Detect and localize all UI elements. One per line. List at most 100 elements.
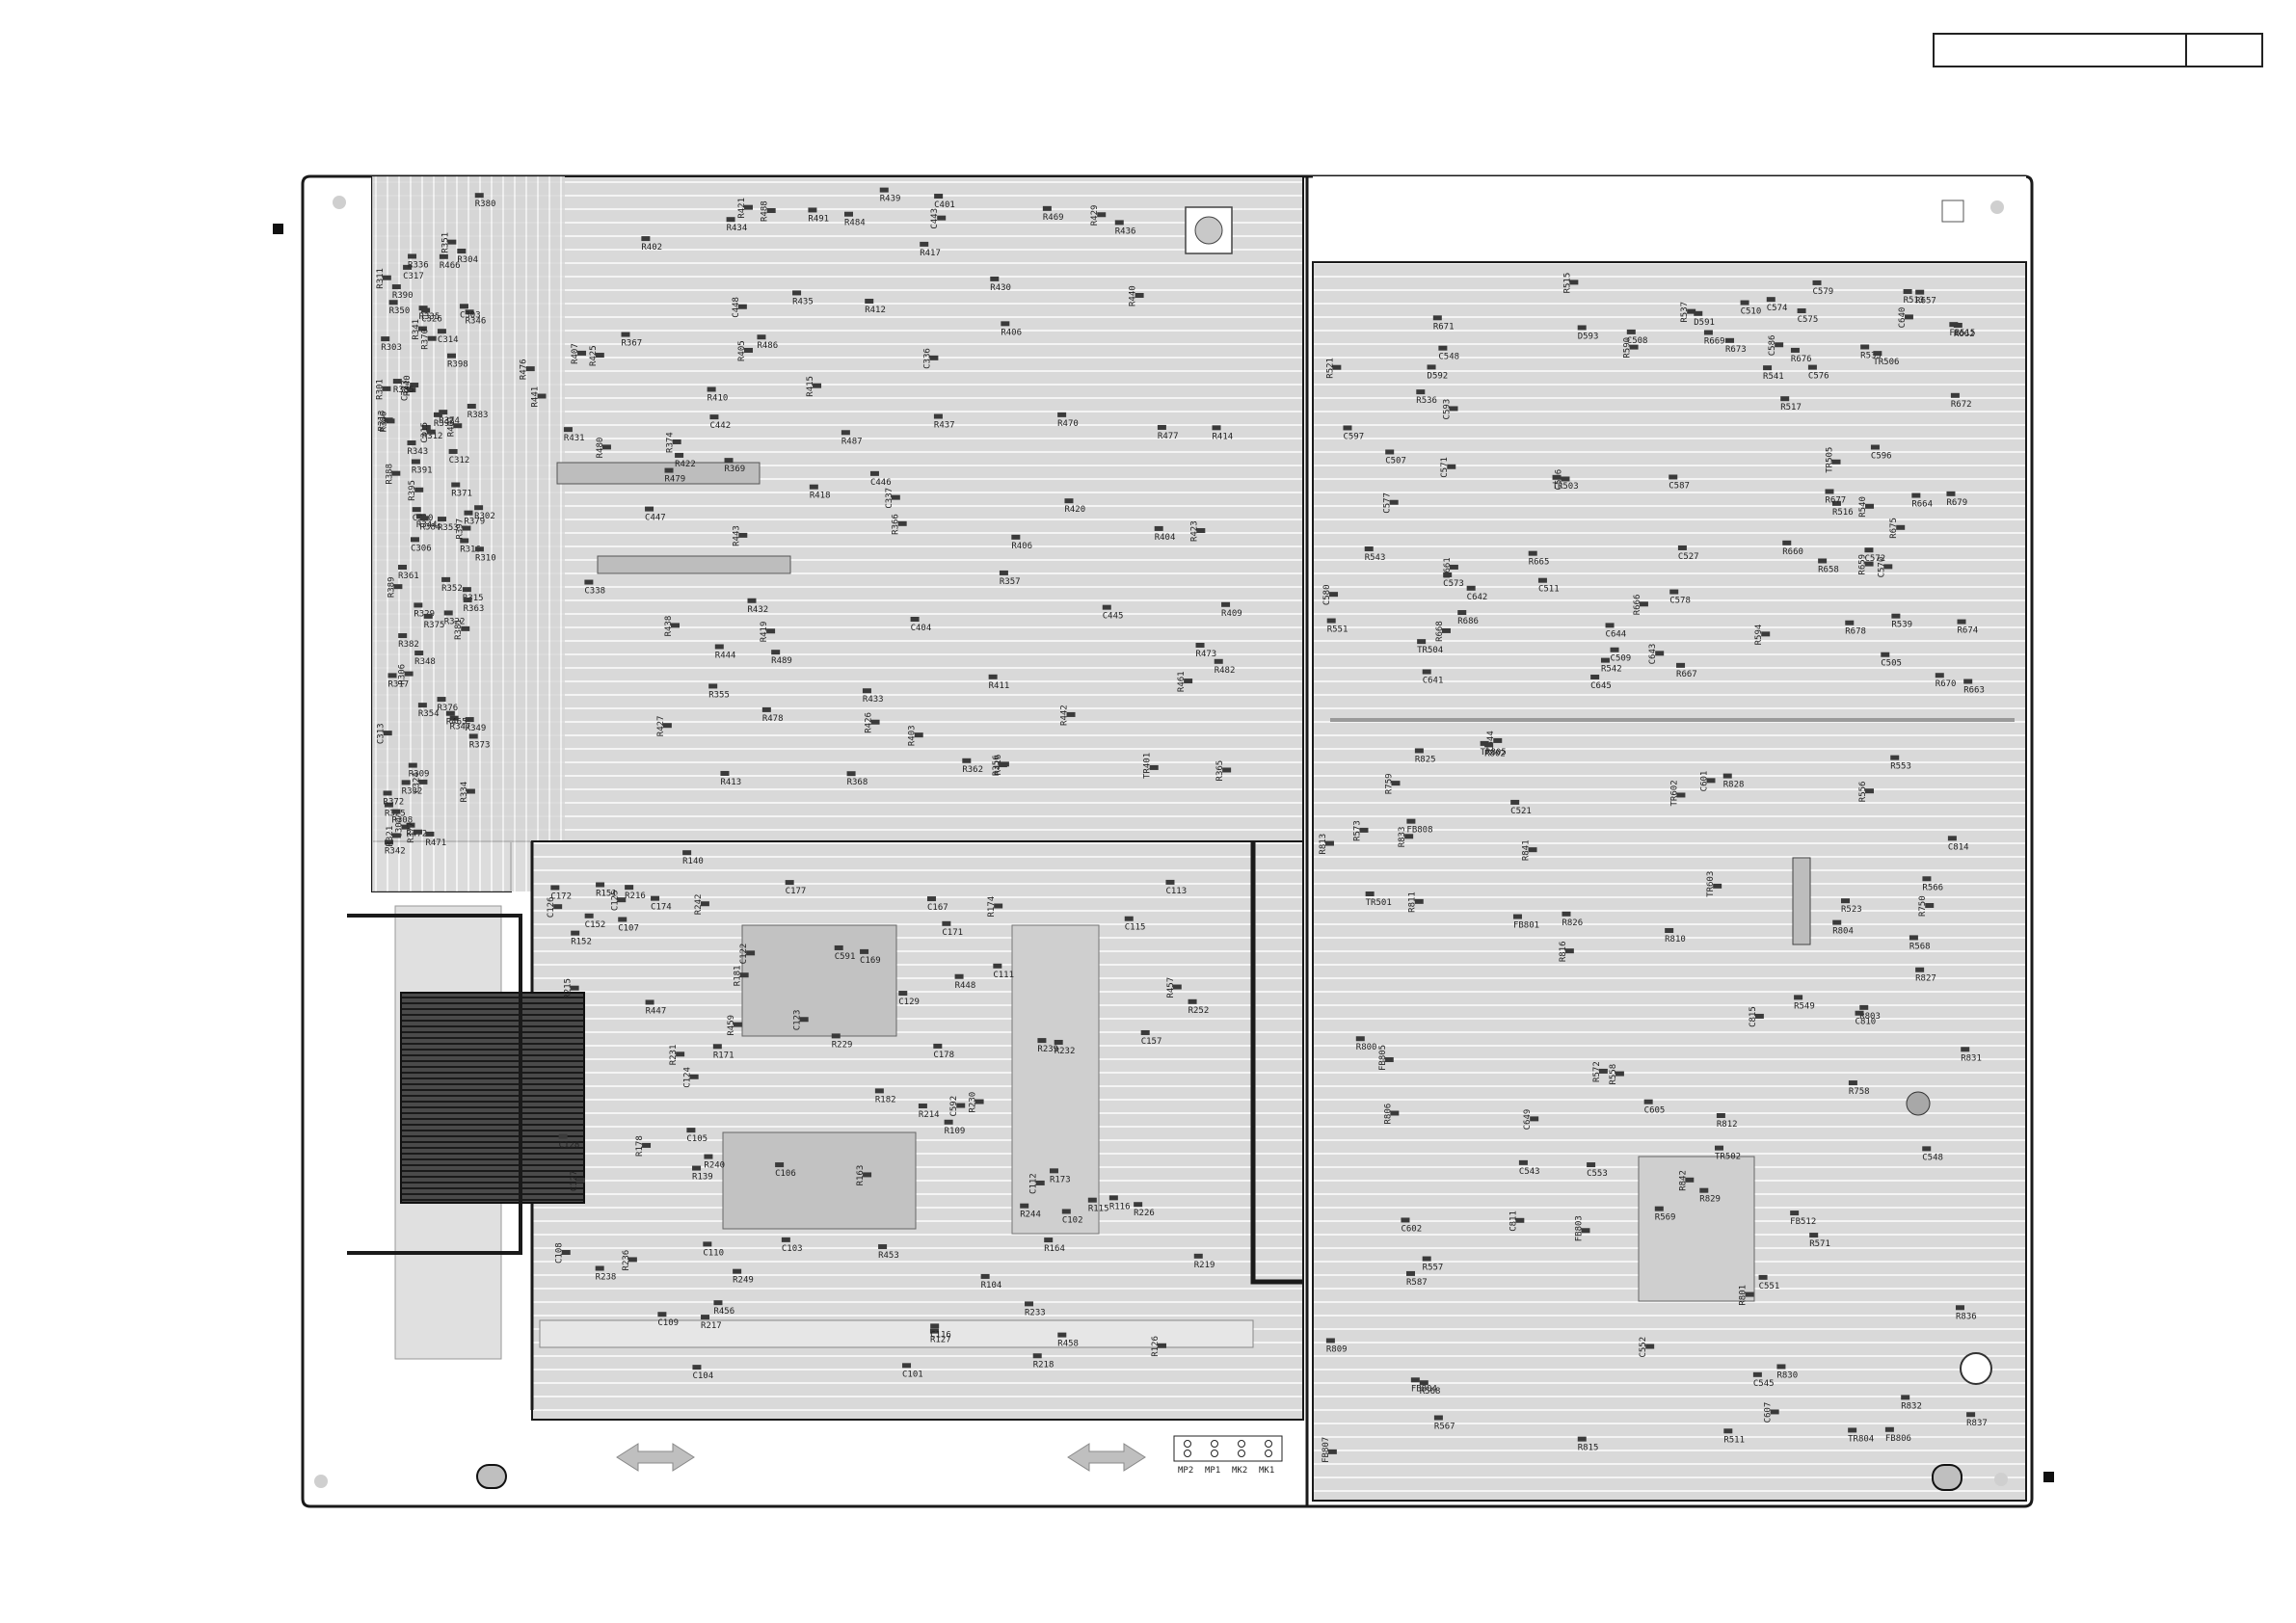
component-label: R369: [725, 465, 746, 474]
component-pad: [1135, 292, 1144, 298]
component-label: R515: [1562, 273, 1572, 294]
component-label: C574: [1767, 304, 1788, 313]
component-label: R673: [1725, 345, 1747, 355]
component-pad: [1725, 337, 1735, 343]
component-pad: [388, 300, 398, 306]
component-pad: [1752, 1371, 1762, 1377]
component-label: R487: [841, 437, 863, 446]
component-pad: [999, 570, 1008, 575]
component-label: R801: [1739, 1285, 1749, 1306]
component-label: R399: [434, 419, 455, 429]
component-label: C326: [421, 315, 442, 325]
component-pad: [645, 506, 654, 512]
component-pad: [918, 1104, 927, 1109]
component-label: R815: [1578, 1444, 1599, 1453]
connector-pin: [1238, 1440, 1245, 1448]
component-pad: [421, 424, 431, 430]
component-label: R238: [596, 1273, 617, 1283]
component-pad: [407, 387, 416, 393]
component-pad: [1195, 642, 1205, 648]
component-label: R425: [589, 345, 599, 366]
component-pad: [1025, 1301, 1034, 1307]
component-pad: [1389, 499, 1399, 505]
component-pad: [1124, 916, 1134, 921]
component-label: C401: [934, 200, 955, 210]
component-label: R406: [1011, 542, 1032, 551]
component-pad: [980, 1273, 990, 1279]
component-pad: [1035, 1180, 1045, 1185]
component-label: R423: [1189, 520, 1199, 542]
component-pad: [410, 383, 419, 388]
component-label: R230: [969, 1092, 978, 1113]
component-label: R806: [1383, 1104, 1393, 1125]
component-pad: [1859, 1004, 1869, 1010]
mount-hole: [1994, 1473, 2008, 1486]
component-label: R535: [1860, 351, 1882, 360]
component-pad: [927, 896, 937, 902]
component-label: C507: [1385, 456, 1406, 466]
component-pad: [1831, 500, 1841, 506]
component-pad: [1158, 1343, 1167, 1348]
component-pad: [417, 326, 427, 332]
component-pad: [1512, 914, 1522, 919]
component-label: R244: [1020, 1211, 1041, 1220]
component-label: R677: [1825, 495, 1846, 505]
component-label: C527: [1678, 552, 1699, 562]
component-label: R344: [416, 520, 438, 530]
component-pad: [457, 249, 467, 254]
component-label: C447: [645, 514, 666, 523]
component-label: R826: [1562, 918, 1583, 928]
component-pad: [700, 901, 709, 907]
component-label: C105: [686, 1134, 707, 1144]
component-label: C306: [411, 544, 432, 553]
component-pad: [414, 829, 423, 835]
component-pad: [720, 770, 730, 776]
component-pad: [1324, 840, 1334, 846]
component-pad: [1626, 329, 1636, 334]
component-label: R678: [1845, 627, 1866, 637]
component-pad: [689, 1074, 699, 1079]
component-label: R811: [1408, 891, 1418, 913]
component-label: R403: [908, 725, 918, 746]
component-label: TR501: [1366, 898, 1392, 908]
component-label: R828: [1723, 781, 1745, 790]
component-pad: [962, 758, 972, 763]
component-label: C544: [1486, 731, 1496, 752]
component-label: R236: [622, 1250, 631, 1271]
component-pad: [1384, 1057, 1394, 1063]
component-pad: [1404, 834, 1414, 839]
component-label: C577: [1383, 492, 1393, 514]
component-pad: [1790, 1211, 1800, 1216]
component-pad: [1097, 212, 1107, 218]
component-pad: [1825, 489, 1834, 494]
component-pad: [739, 972, 749, 978]
component-pad: [386, 418, 395, 424]
component-label: R825: [1415, 755, 1436, 764]
component-label: C592: [949, 1096, 959, 1117]
component-label: R679: [1946, 498, 1967, 508]
component-pad: [994, 903, 1003, 909]
component-label: C129: [898, 998, 920, 1007]
component-label: FB512: [1790, 1217, 1816, 1227]
component-label: R539: [1891, 621, 1912, 630]
component-pad: [460, 538, 469, 544]
component-pad: [846, 771, 856, 777]
component-label: R404: [1155, 533, 1176, 543]
component-label: R384: [420, 522, 441, 532]
component-label: R374: [666, 432, 676, 453]
component-pad: [427, 335, 437, 341]
component-label: R115: [1088, 1205, 1109, 1214]
component-label: R303: [381, 343, 402, 353]
component-pad: [575, 1178, 585, 1184]
component-pad: [1355, 1036, 1365, 1042]
component-pad: [563, 427, 573, 433]
component-label: R252: [1188, 1006, 1210, 1016]
component-label: C445: [1103, 612, 1124, 622]
component-pad: [1134, 1202, 1143, 1208]
component-pad: [1809, 1233, 1819, 1238]
component-label: R758: [1849, 1087, 1870, 1097]
component-pad: [934, 194, 944, 200]
component-label: R383: [467, 411, 489, 420]
component-label: C810: [1855, 1018, 1877, 1027]
